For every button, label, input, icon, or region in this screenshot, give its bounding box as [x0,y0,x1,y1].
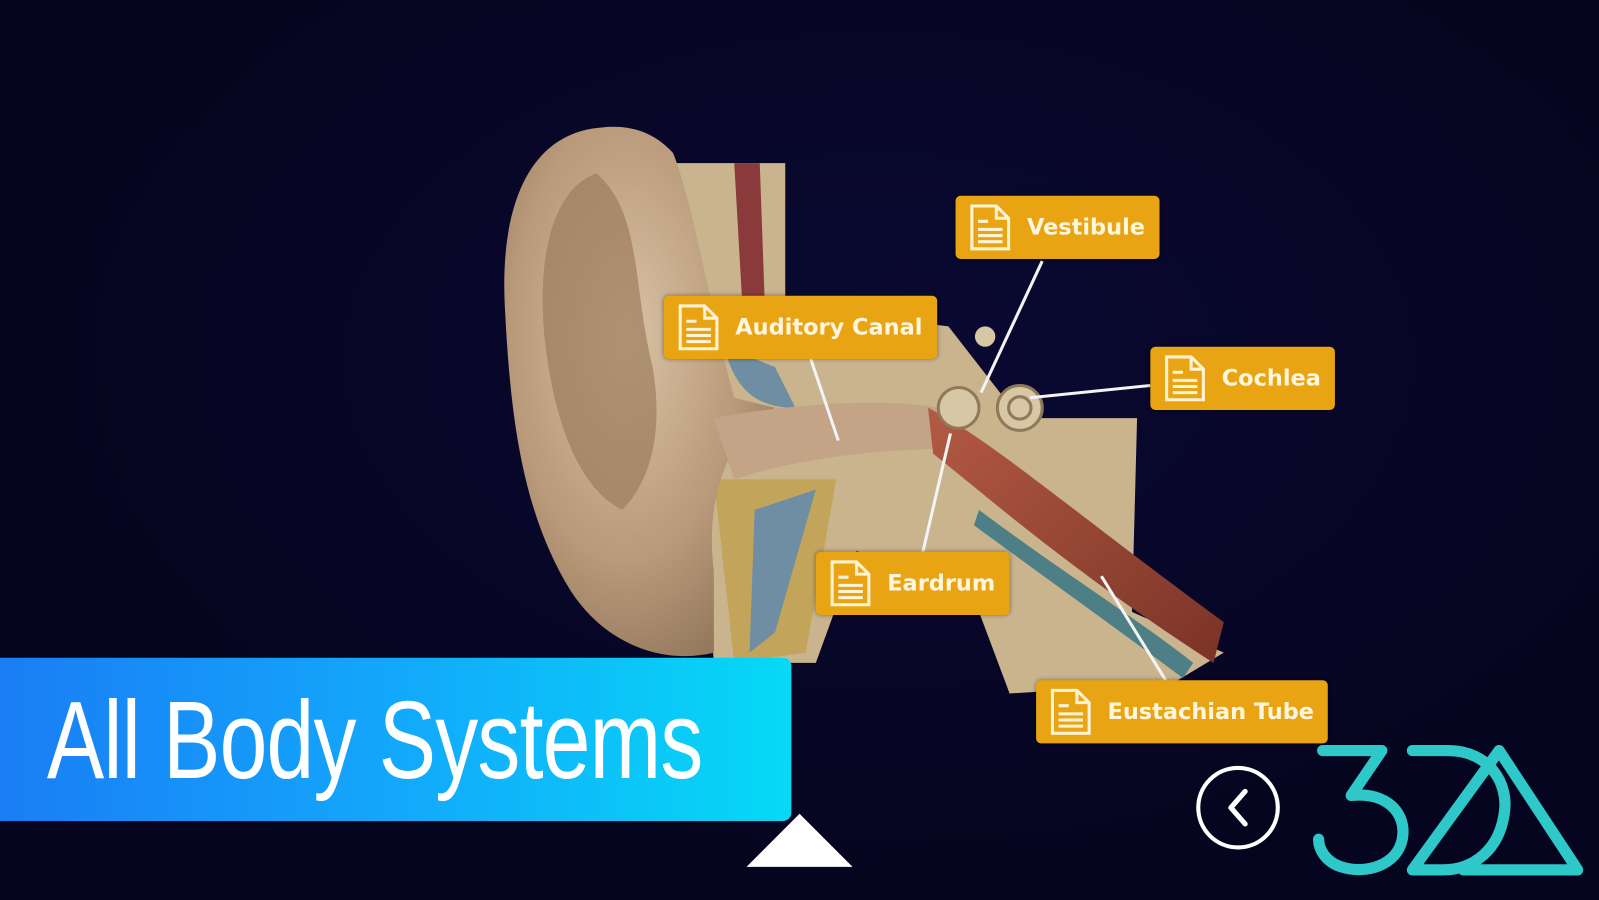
back-button[interactable] [1196,765,1280,850]
label-text: Eardrum [887,570,996,597]
label-text: Eustachian Tube [1107,699,1314,725]
label-cochlea[interactable]: Cochlea [1150,346,1336,410]
document-icon [1050,688,1091,735]
document-icon [970,204,1011,251]
triangle-up-icon[interactable] [746,813,853,867]
3da-logo [1312,744,1584,876]
label-vestibule[interactable]: Vestibule [955,195,1160,260]
label-eardrum[interactable]: Eardrum [815,551,1010,615]
chevron-left-icon [1228,788,1248,827]
document-icon [678,304,719,351]
document-icon [1165,355,1205,402]
label-auditory-canal[interactable]: Auditory Canal [663,295,937,359]
banner-title: All Body Systems [46,677,703,802]
document-icon [830,560,871,607]
title-banner: All Body Systems [0,657,792,821]
label-text: Vestibule [1026,214,1146,241]
leader-lines [809,260,1167,682]
label-text: Auditory Canal [735,314,923,341]
label-eustachian-tube[interactable]: Eustachian Tube [1036,680,1329,744]
label-text: Cochlea [1221,365,1321,392]
